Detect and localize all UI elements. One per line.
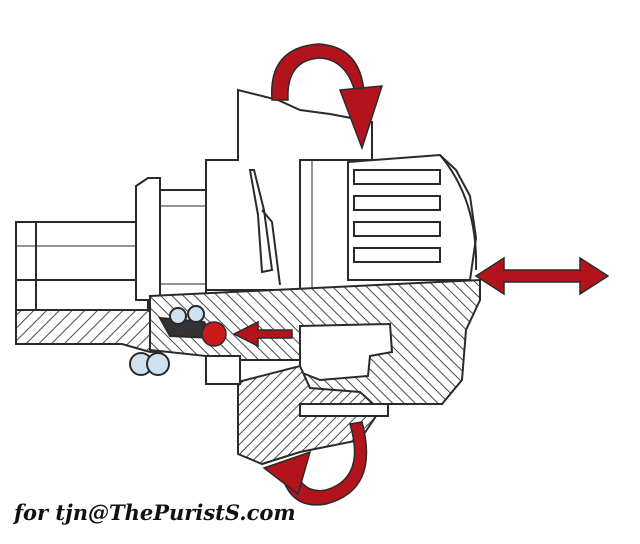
axial-push-pull-arrow (474, 256, 610, 296)
knurled-crown-head (347, 153, 478, 281)
o-ring-right (146, 352, 170, 376)
screw-down-rotation-arrow-top (270, 43, 384, 151)
threaded-collar (135, 177, 207, 301)
detent-ball-inward-arrow (232, 320, 293, 348)
stem-lower-body (15, 279, 149, 311)
bottom-housing (205, 355, 389, 417)
detent-ball (201, 321, 227, 347)
o-rings (129, 352, 170, 376)
stem-tube (15, 221, 137, 281)
screw-down-rotation-arrow-bottom (262, 421, 368, 506)
caption-credit: for tjn@ThePuristS.com (14, 500, 296, 525)
